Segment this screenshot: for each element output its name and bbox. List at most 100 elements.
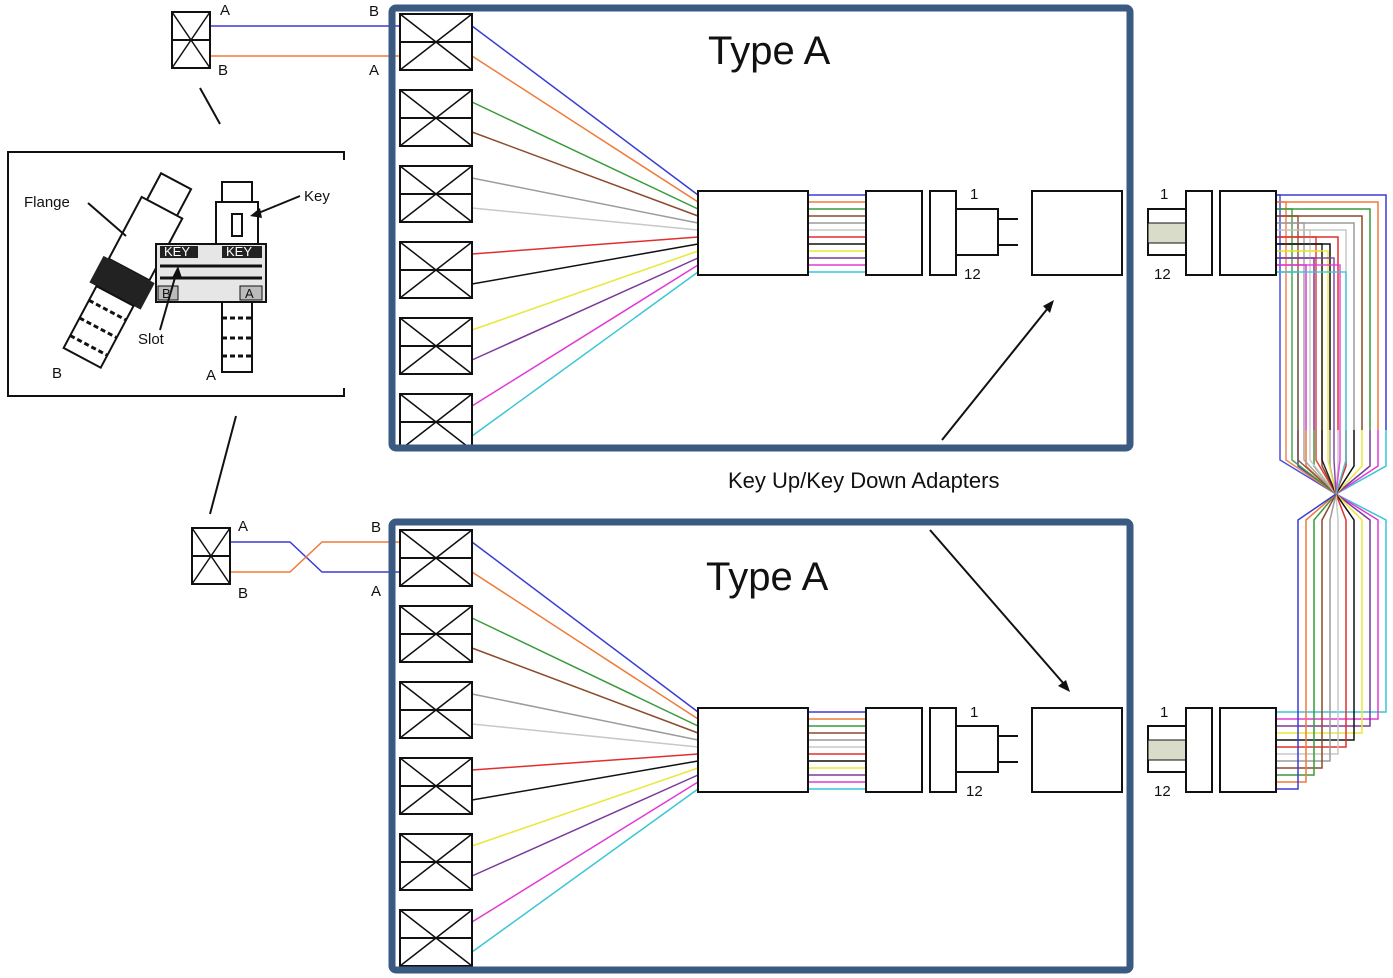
loop-leg-top-11 [1276, 271, 1347, 495]
panel-frame-top [388, 4, 1134, 452]
loop-fiber-bottom-6 [1276, 430, 1339, 755]
fanout-fiber-1-5 [471, 723, 699, 748]
loop-fiber-top-9 [1276, 257, 1315, 430]
adapter-note: Key Up/Key Down Adapters [728, 468, 999, 493]
loop-leg-top-0 [1276, 194, 1337, 495]
key-pointer [255, 195, 301, 215]
trunk-top-fiber-1: 1 [970, 186, 978, 203]
adapter-key-text-2: KEY [226, 244, 252, 259]
fanout-fiber-0-8 [471, 250, 699, 331]
loop-leg-top-5 [1276, 229, 1337, 495]
slot-arrowhead [172, 266, 182, 278]
adapter-arrowhead-up [1043, 300, 1054, 313]
connector-detail-inset: KEY KEY B A Flange Key Slot B A [7, 87, 345, 515]
fanout-fiber-1-9 [471, 774, 699, 877]
adapter-illustration: KEY KEY B A [155, 243, 267, 303]
fanout-fiber-0-9 [471, 257, 699, 361]
fanout-fiber-1-0 [471, 541, 699, 713]
right-conn-bottom-fiber-1: 1 [1160, 704, 1168, 721]
loop-fiber-bottom-0 [1276, 430, 1387, 713]
fanout-fiber-0-4 [471, 177, 699, 224]
fanout-fiber-0-3 [471, 131, 699, 217]
patch-bottom-right-a: A [371, 583, 381, 600]
slot-pointer [159, 273, 177, 331]
loop-fiber-top-0 [1276, 194, 1387, 430]
mpo-boot-0 [865, 190, 923, 276]
fanout-fiber-1-11 [471, 788, 699, 953]
cassette-body-0 [697, 190, 809, 276]
adapter-key-text-1: KEY [164, 244, 190, 259]
connector-b-illustration [62, 171, 193, 370]
patch-bottom-right-b: B [371, 519, 381, 536]
fanout-fiber-0-1 [471, 55, 699, 203]
adapter-arrow-down [929, 529, 1065, 685]
patch-top-right-a: A [369, 62, 379, 79]
loop-leg-top-9 [1276, 257, 1337, 495]
loop-fiber-top-4 [1276, 222, 1355, 430]
loop-fiber-top-3 [1276, 215, 1363, 430]
panel-title-bottom: Type A [706, 555, 829, 599]
inset-end-a-label: A [206, 367, 216, 384]
fanout-fiber-0-11 [471, 271, 699, 437]
loop-fiber-bottom-9 [1276, 430, 1337, 776]
panel-frame-bottom [388, 518, 1134, 974]
inset-end-b-label: B [52, 365, 62, 382]
leader-line-top [199, 87, 221, 125]
patch-fiber-1 [230, 541, 400, 573]
patch-top-right-b: B [369, 3, 379, 20]
adapter-arrowhead-down [1058, 680, 1070, 692]
loop-fiber-bottom-1 [1276, 430, 1379, 720]
right-ferrule-face-1 [1147, 739, 1187, 761]
loop-leg-top-6 [1276, 236, 1337, 495]
fanout-fiber-1-3 [471, 647, 699, 734]
loop-fiber-top-1 [1276, 201, 1379, 430]
right-boot-1 [1219, 707, 1277, 793]
inset-border [7, 151, 345, 397]
loop-fiber-bottom-4 [1276, 430, 1355, 741]
fanout-fiber-0-7 [471, 243, 699, 285]
right-conn-top-fiber-12: 12 [1154, 266, 1171, 283]
slot-label: Slot [138, 331, 165, 348]
loop-fiber-bottom-7 [1276, 430, 1337, 762]
trunk-top-fiber-12: 12 [964, 266, 981, 283]
flange-label: Flange [24, 194, 70, 211]
adapter-block-0 [1031, 190, 1123, 276]
connector-boxes [171, 11, 1277, 967]
flange-pointer [87, 202, 127, 237]
key-label: Key [304, 188, 330, 205]
mpo-ferrule-1 [955, 725, 999, 773]
loop-fiber-bottom-2 [1276, 430, 1371, 727]
patch-fiber-1 [230, 541, 400, 573]
fanout-fiber-0-6 [471, 236, 699, 255]
loop-fiber-top-2 [1276, 208, 1371, 430]
loop-leg-top-1 [1276, 201, 1337, 495]
trunk-bottom-fiber-12: 12 [966, 783, 983, 800]
adapter-end-a: A [245, 286, 254, 301]
mpo-ferrule-0 [955, 208, 999, 256]
loop-leg-top-2 [1276, 208, 1337, 495]
fanout-fiber-0-0 [471, 25, 699, 196]
cassette-body-1 [697, 707, 809, 793]
key-arrowhead [250, 208, 262, 218]
right-housing-0 [1185, 190, 1213, 276]
loop-leg-top-10 [1276, 264, 1341, 495]
adapter-block-1 [1031, 707, 1123, 793]
right-housing-1 [1185, 707, 1213, 793]
patch-top-left-a: A [220, 2, 230, 19]
loop-leg-top-8 [1276, 250, 1337, 495]
mpo-boot-1 [865, 707, 923, 793]
loop-fiber-bottom-10 [1276, 430, 1338, 783]
fanout-fiber-1-8 [471, 767, 699, 847]
fanout-fiber-1-7 [471, 760, 699, 801]
loop-leg-top-3 [1276, 215, 1337, 495]
patch-bottom-left-a: A [238, 518, 248, 535]
fanout-fiber-1-10 [471, 781, 699, 923]
fanout-fiber-1-4 [471, 693, 699, 741]
adapter-end-b: B [162, 286, 171, 301]
fanout-fiber-0-10 [471, 264, 699, 407]
leader-line-bottom [209, 415, 237, 515]
panel-title-top: Type A [708, 29, 831, 73]
trunk-bottom-fiber-1: 1 [970, 704, 978, 721]
right-ferrule-face-0 [1147, 222, 1187, 244]
